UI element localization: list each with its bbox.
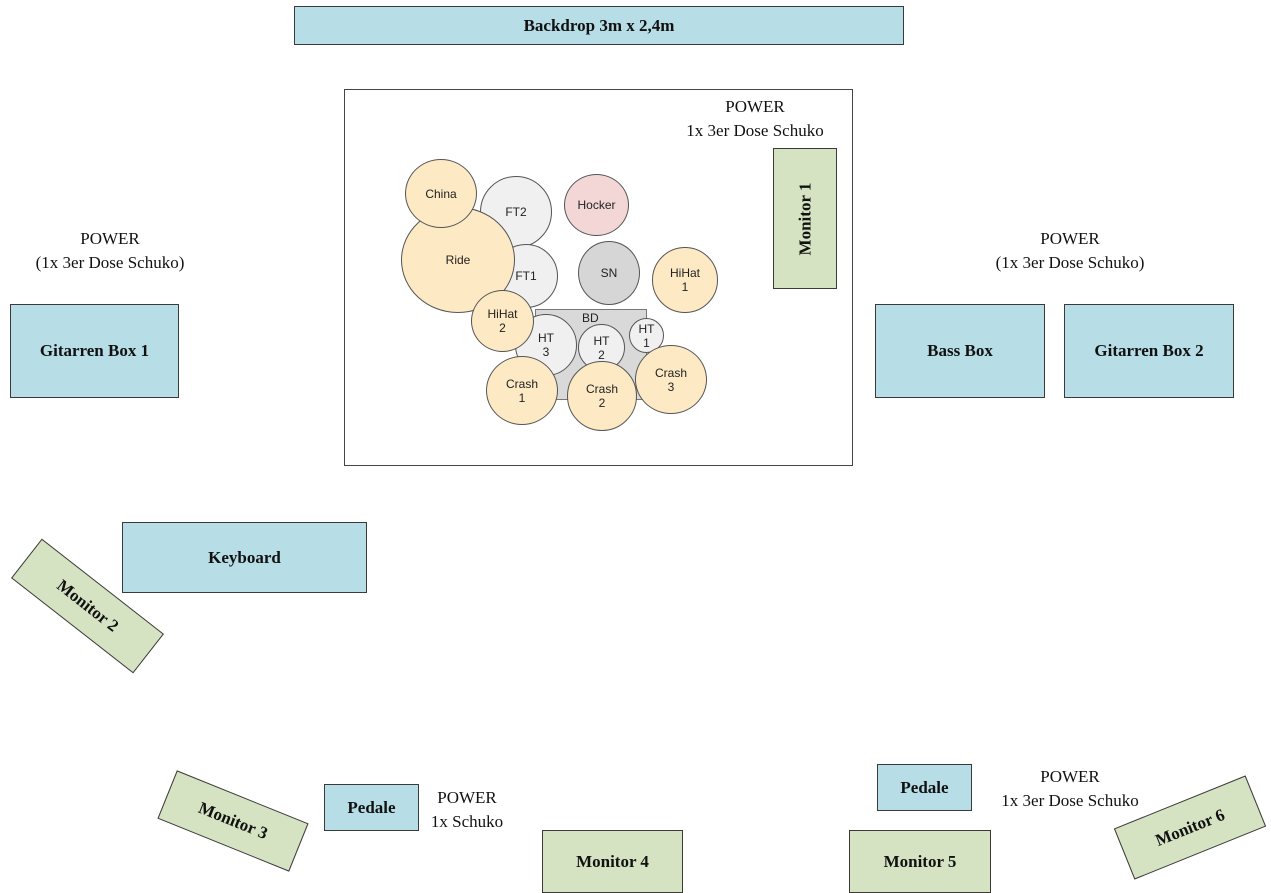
backdrop: Backdrop 3m x 2,4m [294, 6, 904, 45]
drum-snare: SN [578, 241, 640, 305]
pedal-power-left-label: POWER 1x Schuko [430, 788, 504, 831]
bass-box: Bass Box [875, 304, 1045, 398]
monitor-3-label: Monitor 3 [195, 798, 271, 843]
cymbal-crash-1: Crash 1 [486, 356, 558, 425]
bass-drum-label: BD [582, 311, 599, 325]
backdrop-label: Backdrop 3m x 2,4m [523, 15, 675, 35]
gitarren-box-2: Gitarren Box 2 [1064, 304, 1234, 398]
monitor-4-label: Monitor 4 [576, 851, 649, 871]
right-power-label: POWER (1x 3er Dose Schuko) [995, 229, 1145, 272]
monitor-3: Monitor 3 [157, 770, 309, 872]
drum-throne-hocker: Hocker [564, 174, 629, 236]
monitor-1: Monitor 1 [773, 148, 837, 289]
pedal-power-right-label: POWER 1x 3er Dose Schuko [1001, 767, 1139, 810]
cymbal-china: China [405, 159, 477, 228]
pedale-left-label: Pedale [347, 797, 396, 817]
left-power-label: POWER (1x 3er Dose Schuko) [35, 229, 185, 272]
keyboard-label: Keyboard [208, 547, 281, 567]
monitor-2-label: Monitor 2 [53, 575, 123, 636]
monitor-4: Monitor 4 [542, 830, 683, 893]
monitor-1-label: Monitor 1 [795, 182, 814, 255]
cymbal-hihat-2: HiHat 2 [471, 290, 534, 352]
keyboard: Keyboard [122, 522, 367, 593]
pedale-right-label: Pedale [900, 777, 949, 797]
monitor-6-label: Monitor 6 [1152, 804, 1228, 850]
gitarren-box-2-label: Gitarren Box 2 [1094, 341, 1204, 360]
gitarren-box-1: Gitarren Box 1 [10, 304, 179, 398]
monitor-5: Monitor 5 [849, 830, 991, 893]
cymbal-crash-2: Crash 2 [567, 361, 637, 431]
stage-power-label: POWER 1x 3er Dose Schuko [686, 97, 824, 140]
pedale-right: Pedale [877, 764, 972, 811]
bass-box-label: Bass Box [927, 341, 993, 360]
pedale-left: Pedale [324, 784, 419, 831]
cymbal-hihat-1: HiHat 1 [652, 247, 718, 313]
gitarren-box-1-label: Gitarren Box 1 [39, 341, 150, 360]
monitor-5-label: Monitor 5 [883, 851, 957, 871]
cymbal-crash-3: Crash 3 [635, 345, 707, 414]
